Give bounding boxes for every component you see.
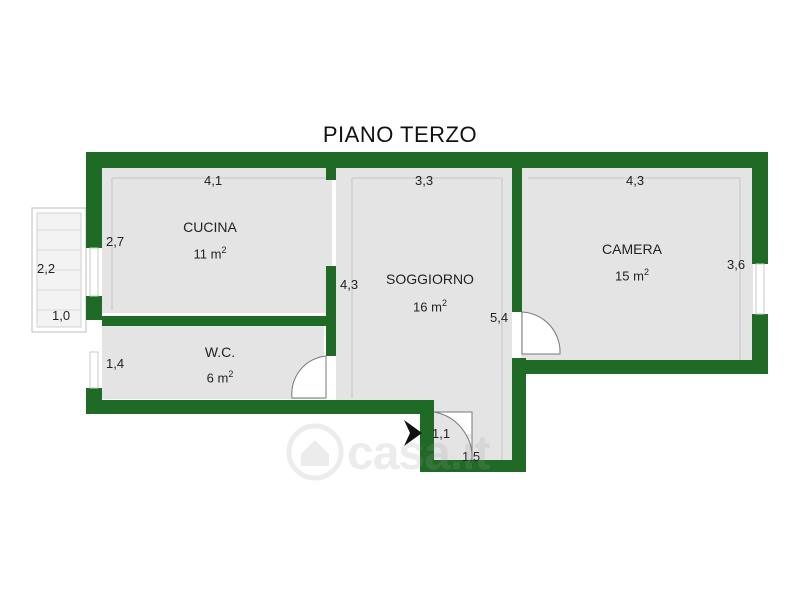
windows — [89, 247, 765, 389]
dim-corridor-height: 5,4 — [490, 310, 509, 325]
dim-cucina-width: 4,1 — [204, 173, 223, 188]
dim-camera-height: 3,6 — [727, 257, 746, 272]
room-area-wc: 6 m2 — [206, 369, 234, 386]
interior-guides — [111, 177, 741, 460]
dim-wc-height: 1,4 — [106, 356, 125, 371]
doors — [291, 311, 561, 461]
dim-cucina-height: 2,7 — [106, 234, 125, 249]
door-entry — [433, 411, 473, 461]
room-name-wc: W.C. — [204, 344, 236, 360]
watermark-text: casa.it — [347, 427, 490, 480]
room-area-soggiorno: 16 m2 — [413, 298, 447, 315]
balcony — [31, 207, 87, 333]
dim-camera-width: 4,3 — [626, 173, 645, 188]
watermark-logo: casa.it — [285, 420, 545, 490]
room-area-camera: 15 m2 — [615, 267, 649, 284]
dim-entry-depth: 1,1 — [432, 426, 451, 441]
entry-arrow-icon — [404, 420, 422, 446]
house-icon — [286, 423, 344, 481]
dim-soggiorno-width: 3,3 — [415, 173, 434, 188]
dim-entry-width: 1,5 — [462, 449, 481, 464]
plan-title: PIANO TERZO — [322, 122, 478, 147]
room-name-cucina: CUCINA — [183, 219, 237, 235]
dim-soggiorno-height: 4,3 — [340, 277, 359, 292]
dim-balcony-width: 1,0 — [52, 308, 71, 323]
floor-areas — [102, 168, 753, 460]
room-name-soggiorno: SOGGIORNO — [386, 271, 474, 287]
walls — [86, 152, 768, 472]
room-name-camera: CAMERA — [602, 241, 662, 257]
door-camera — [521, 311, 561, 355]
room-area-cucina: 11 m2 — [193, 245, 227, 262]
dim-balcony-height: 2,2 — [37, 261, 56, 276]
door-wc — [291, 355, 327, 399]
